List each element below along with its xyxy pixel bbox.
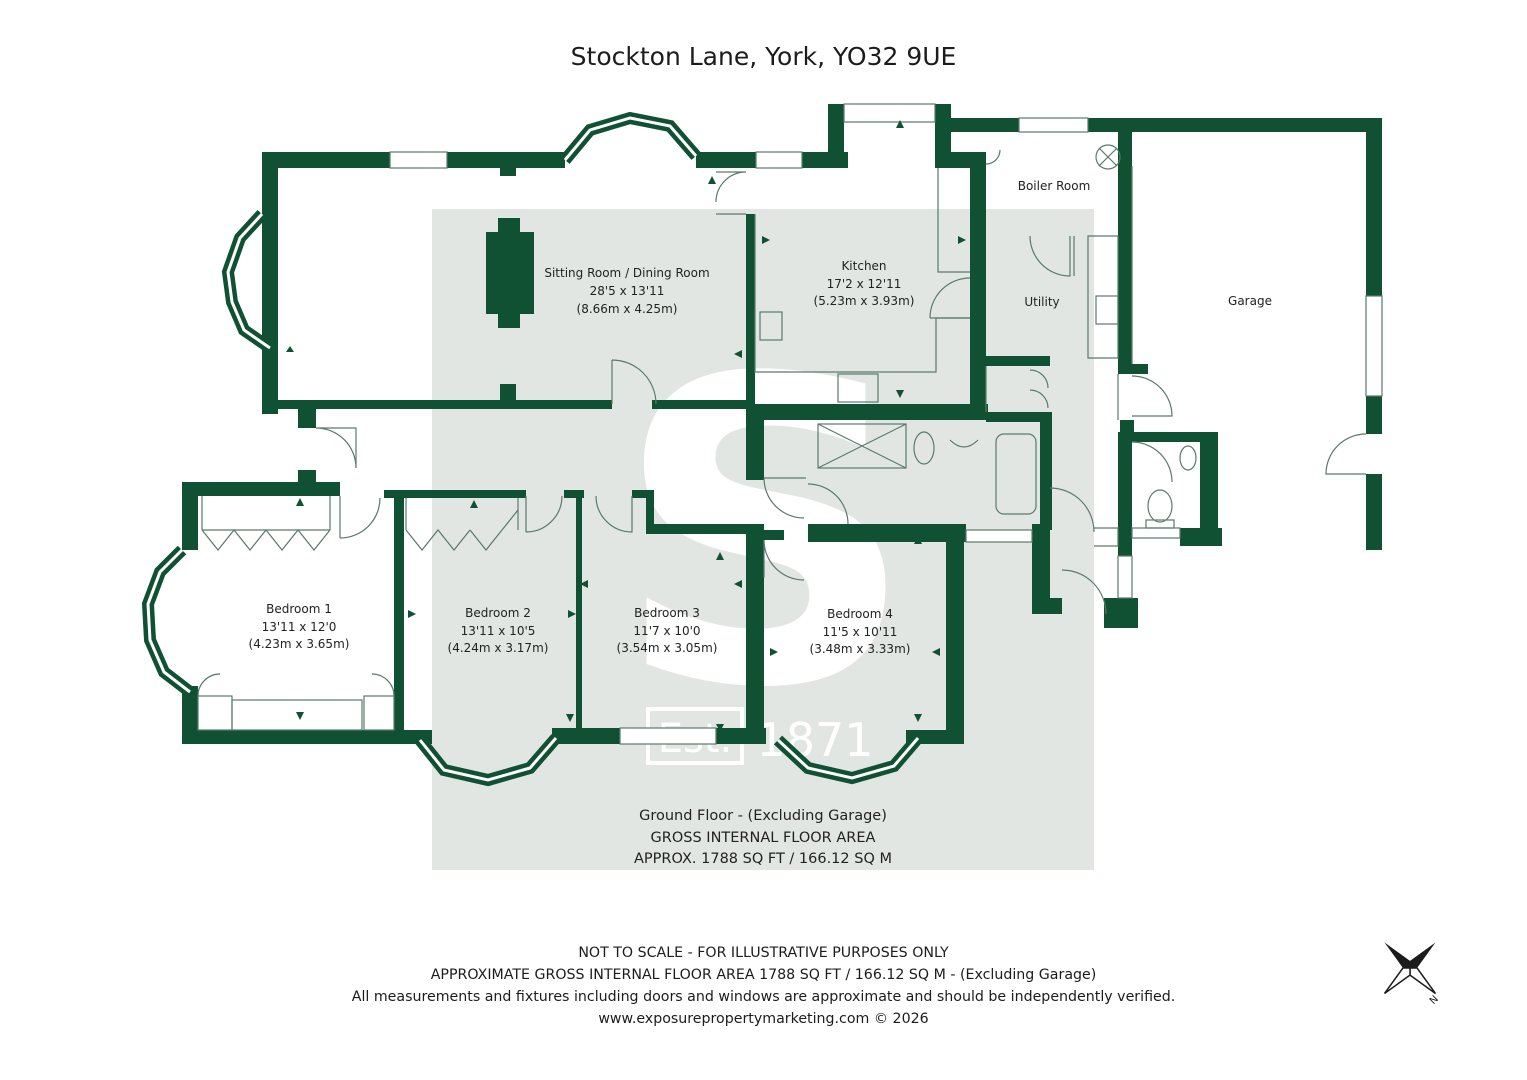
bedroom4-name: Bedroom 4 — [827, 607, 893, 621]
floor-area-summary: Ground Floor - (Excluding Garage) GROSS … — [634, 808, 892, 867]
door-swings — [197, 149, 1367, 697]
bedroom3-name: Bedroom 3 — [634, 606, 700, 620]
floor-area-line1: Ground Floor - (Excluding Garage) — [639, 808, 887, 824]
bedroom4-metric: (3.48m x 3.33m) — [810, 642, 911, 656]
bay-window-glazing — [146, 116, 920, 782]
room-labels: Sitting Room / Dining Room 28'5 x 13'11 … — [249, 179, 1272, 656]
compass-icon — [1383, 942, 1437, 995]
kitchen-name: Kitchen — [841, 259, 886, 273]
bedroom2-metric: (4.24m x 3.17m) — [448, 641, 549, 655]
garage-name: Garage — [1228, 294, 1272, 308]
floor-area-line2: GROSS INTERNAL FLOOR AREA — [651, 830, 876, 846]
footer-website-link[interactable]: www.exposurepropertymarketing.com © 2026 — [598, 1011, 929, 1027]
sitting-room-name: Sitting Room / Dining Room — [544, 266, 709, 280]
footer-line3: All measurements and fixtures including … — [351, 989, 1176, 1005]
utility-name: Utility — [1024, 295, 1059, 309]
boiler-room-name: Boiler Room — [1018, 179, 1091, 193]
bedroom1-metric: (4.23m x 3.65m) — [249, 637, 350, 651]
page-title: Stockton Lane, York, YO32 9UE — [570, 42, 957, 71]
sitting-room-imperial: 28'5 x 13'11 — [590, 284, 665, 298]
bedroom2-name: Bedroom 2 — [465, 606, 531, 620]
floor-area-line3: APPROX. 1788 SQ FT / 166.12 SQ M — [634, 851, 892, 867]
fireplace-feature — [486, 218, 534, 328]
bedroom2-imperial: 13'11 x 10'5 — [461, 624, 536, 638]
bedroom1-name: Bedroom 1 — [266, 602, 332, 616]
disclaimer-footer: NOT TO SCALE - FOR ILLUSTRATIVE PURPOSES… — [0, 942, 1527, 1030]
bedroom3-imperial: 11'7 x 10'0 — [633, 624, 700, 638]
kitchen-metric: (5.23m x 3.93m) — [814, 294, 915, 308]
bedroom1-imperial: 13'11 x 12'0 — [262, 620, 337, 634]
bedroom3-metric: (3.54m x 3.05m) — [617, 641, 718, 655]
watermark-est-year: 1871 — [756, 713, 873, 767]
footer-line1: NOT TO SCALE - FOR ILLUSTRATIVE PURPOSES… — [578, 945, 949, 961]
fixtures — [197, 144, 1197, 731]
walls — [182, 104, 1382, 744]
dimension-arrows — [286, 120, 966, 732]
sitting-room-metric: (8.66m x 4.25m) — [577, 302, 678, 316]
footer-line2: APPROXIMATE GROSS INTERNAL FLOOR AREA 17… — [430, 967, 1097, 983]
kitchen-imperial: 17'2 x 12'11 — [827, 277, 902, 291]
bedroom4-imperial: 11'5 x 10'11 — [823, 625, 898, 639]
